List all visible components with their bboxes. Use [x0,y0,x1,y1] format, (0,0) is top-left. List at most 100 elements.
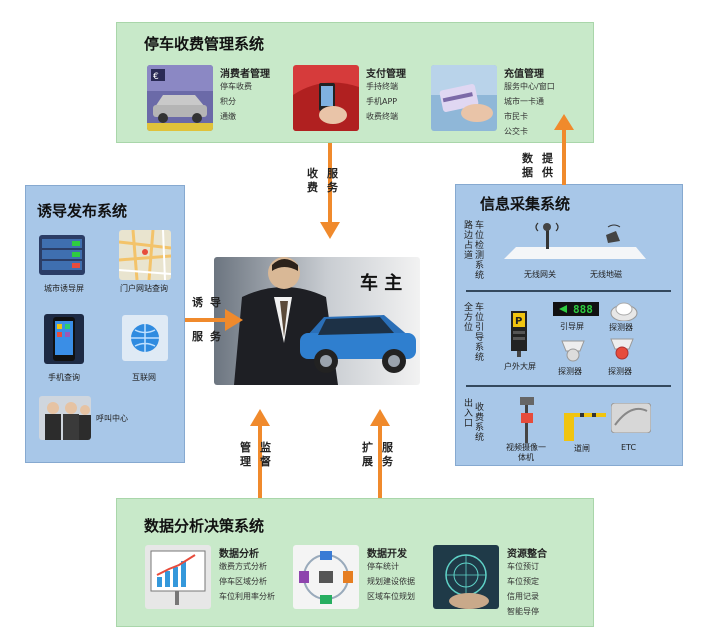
map-image [119,230,171,280]
network-hand-image [433,545,499,609]
call-center-image [39,396,91,440]
item-caption: 呼叫中心 [96,414,128,423]
item-sub: 停车统计 [367,562,399,571]
label-char: 监 [260,441,271,454]
label-char: 扩 [362,441,373,454]
item-caption: 道闸 [574,444,590,453]
chart-board-image [145,545,211,609]
item-caption: 无线网关 [524,270,556,279]
wireless-gateway-scene [504,222,646,259]
item-sub: 停车收费 [220,82,252,91]
item-caption: 户外大屏 [504,362,536,371]
label-char: 费 [307,181,318,194]
section-label: 全方位 [464,303,474,333]
label-char: 展 [362,455,373,468]
section-sublabel: 车位检测系统 [475,221,485,281]
arrow-head [370,409,390,426]
item-title: 充值管理 [504,69,544,80]
camera-pole-icon [520,397,534,443]
label-char: 收 [307,167,318,180]
label-char: 供 [542,166,553,179]
item-caption: ETC [621,443,637,452]
label-char: 提 [542,152,553,165]
panel-title: 停车收费管理系统 [144,35,265,53]
car-owner-image: 车 主 [214,257,420,385]
item-title: 数据开发 [367,549,407,560]
item-caption: 探测器 [558,367,582,376]
detector-icon [610,302,638,321]
label-char: 务 [210,330,221,343]
section-sublabel: 车位引导系统 [475,303,485,363]
svg-text:€: € [153,72,159,82]
item-sub: 车位预订 [507,562,539,571]
guidance-publishing-panel: 诱导发布系统 城市诱导屏 门户网站查询 手机查询 互联网 呼叫中心 [25,185,185,463]
barrier-gate-icon [564,413,606,441]
guide-screen-icon: 888 [553,302,599,316]
item-sub: 区域车位规划 [367,592,415,601]
arrow-head [320,222,340,239]
data-analysis-decision-panel: 数据分析决策系统 数据分析 缴费方式分析 停车区域分析 车位利用率分析 数据开发… [116,498,594,627]
item-sub: 智能导停 [507,607,539,616]
arrow-label-management-supervision: 管理监督 [240,441,278,469]
detector-icon [561,340,585,362]
section-divider [466,290,671,292]
item-sub: 市民卡 [504,112,528,121]
item-sub: 缴费方式分析 [219,562,267,571]
arrow-label-fee-service: 收费服务 [307,167,345,195]
item-caption: 手机查询 [48,373,80,382]
panel-title: 数据分析决策系统 [144,517,265,535]
item-title: 消费者管理 [220,69,270,80]
svg-text:P: P [515,316,522,327]
arrow-label-extended-service: 扩展服务 [362,441,400,469]
arrow-label-data-provide: 数据提供 [522,152,560,180]
item-sub: 车位利用率分析 [219,592,275,601]
item-sub: 通缴 [220,112,236,121]
item-title: 支付管理 [366,69,406,80]
item-sub: 手机APP [366,97,398,106]
label-char: 理 [240,455,251,468]
label-char: 数 [522,152,533,165]
label-char: 务 [382,455,393,468]
item-sub: 积分 [220,97,236,106]
section-label: 出入口 [464,399,474,429]
panel-title: 诱导发布系统 [37,202,128,220]
item-caption: 探测器 [608,367,632,376]
item-caption: 门户网站查询 [120,284,168,293]
section-label: 路边占道 [464,221,474,261]
item-sub: 规划建设依据 [367,577,415,586]
etc-device-icon [611,403,651,433]
panel-title: 信息采集系统 [480,195,571,213]
item-title: 资源整合 [507,549,547,560]
label-char: 据 [522,166,533,179]
item-sub: 停车区域分析 [219,577,267,586]
item-sub: 信用记录 [507,592,539,601]
item-caption: 城市诱导屏 [44,284,84,293]
section-divider [466,385,671,387]
parking-fee-management-panel: 停车收费管理系统 € 消费者管理 停车收费 积分 通缴 支付管理 手持终端 手机… [116,22,594,143]
label-char: 诱 [192,296,203,309]
item-sub: 服务中心/窗口 [504,82,555,91]
item-caption: 无线地磁 [590,270,622,279]
detector-icon [610,338,634,360]
arrow-label-guidance-service: 诱导服务 [192,296,226,344]
label-char: 服 [327,167,338,180]
item-caption: 视频摄像一体机 [506,443,546,462]
center-label: 车 主 [360,272,402,294]
car-image: € [147,65,213,131]
item-title: 数据分析 [219,549,259,560]
item-caption: 引导屏 [560,322,584,331]
label-char: 服 [192,330,203,343]
section-sublabel: 收费系统 [475,403,485,443]
arrow-head [250,409,270,426]
item-sub: 城市一卡通 [504,97,544,106]
item-caption: 探测器 [609,323,633,332]
phone-image [44,314,84,364]
city-guidance-screen-image [39,235,85,275]
item-sub: 公交卡 [504,127,528,136]
outdoor-screen-icon: P [511,311,527,357]
phone-car-image [293,65,359,131]
item-sub: 收费终端 [366,112,398,121]
label-char: 务 [327,181,338,194]
devices-circle-image [293,545,359,609]
internet-globe-image [122,315,168,361]
